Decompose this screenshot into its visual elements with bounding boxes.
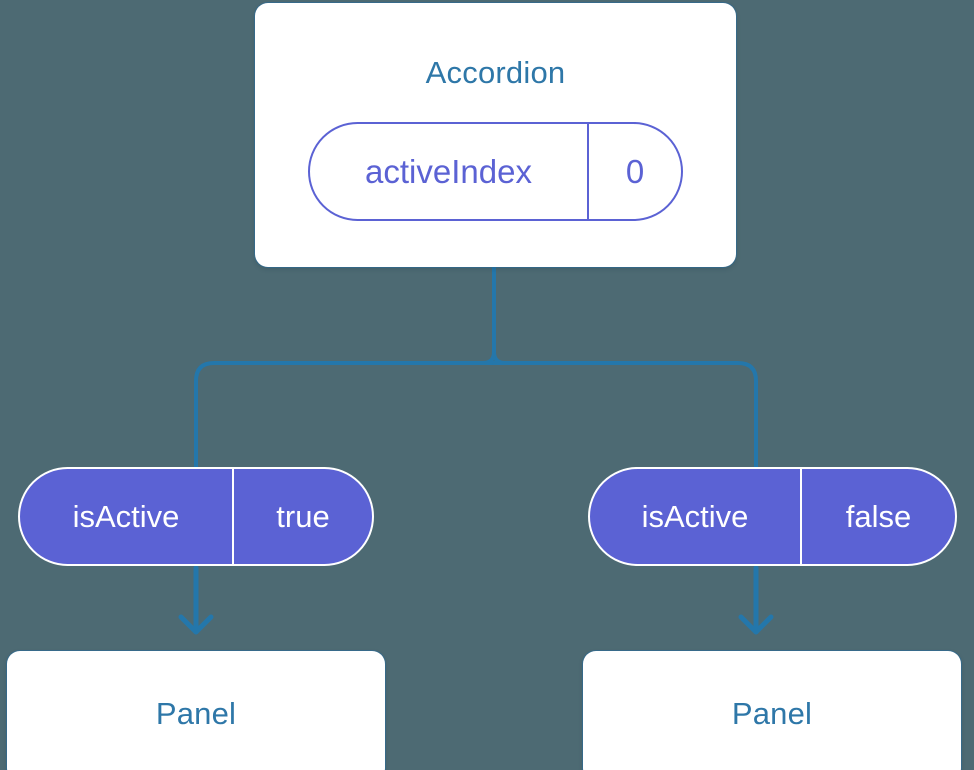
state-pill-active-index[interactable]: activeIndex 0 [308, 122, 683, 221]
arrow-right-head [738, 614, 774, 635]
prop-pill-value-right: false [845, 498, 912, 534]
connector-branch-left [194, 361, 496, 470]
panel-card-title-right: Panel [731, 696, 813, 731]
arrow-left-head [178, 614, 214, 635]
prop-pill-is-active-left[interactable]: isActive true [18, 467, 374, 566]
prop-pill-is-active-right[interactable]: isActive false [588, 467, 957, 566]
state-pill-key: activeIndex [310, 124, 589, 219]
accordion-card-title: Accordion [425, 55, 566, 90]
connector-stem [492, 265, 507, 365]
accordion-component-card[interactable]: Accordion activeIndex 0 [255, 3, 736, 267]
panel-component-card-left[interactable]: Panel [7, 651, 385, 770]
prop-pill-key-left: isActive [20, 469, 234, 564]
prop-pill-key-right: isActive [590, 469, 802, 564]
state-pill-value: 0 [625, 152, 645, 190]
connector-stem-mirror [481, 350, 496, 365]
panel-card-title-left: Panel [155, 696, 237, 731]
prop-pill-value-left: true [276, 498, 330, 534]
connector-branch-right [492, 361, 758, 470]
panel-component-card-right[interactable]: Panel [583, 651, 961, 770]
